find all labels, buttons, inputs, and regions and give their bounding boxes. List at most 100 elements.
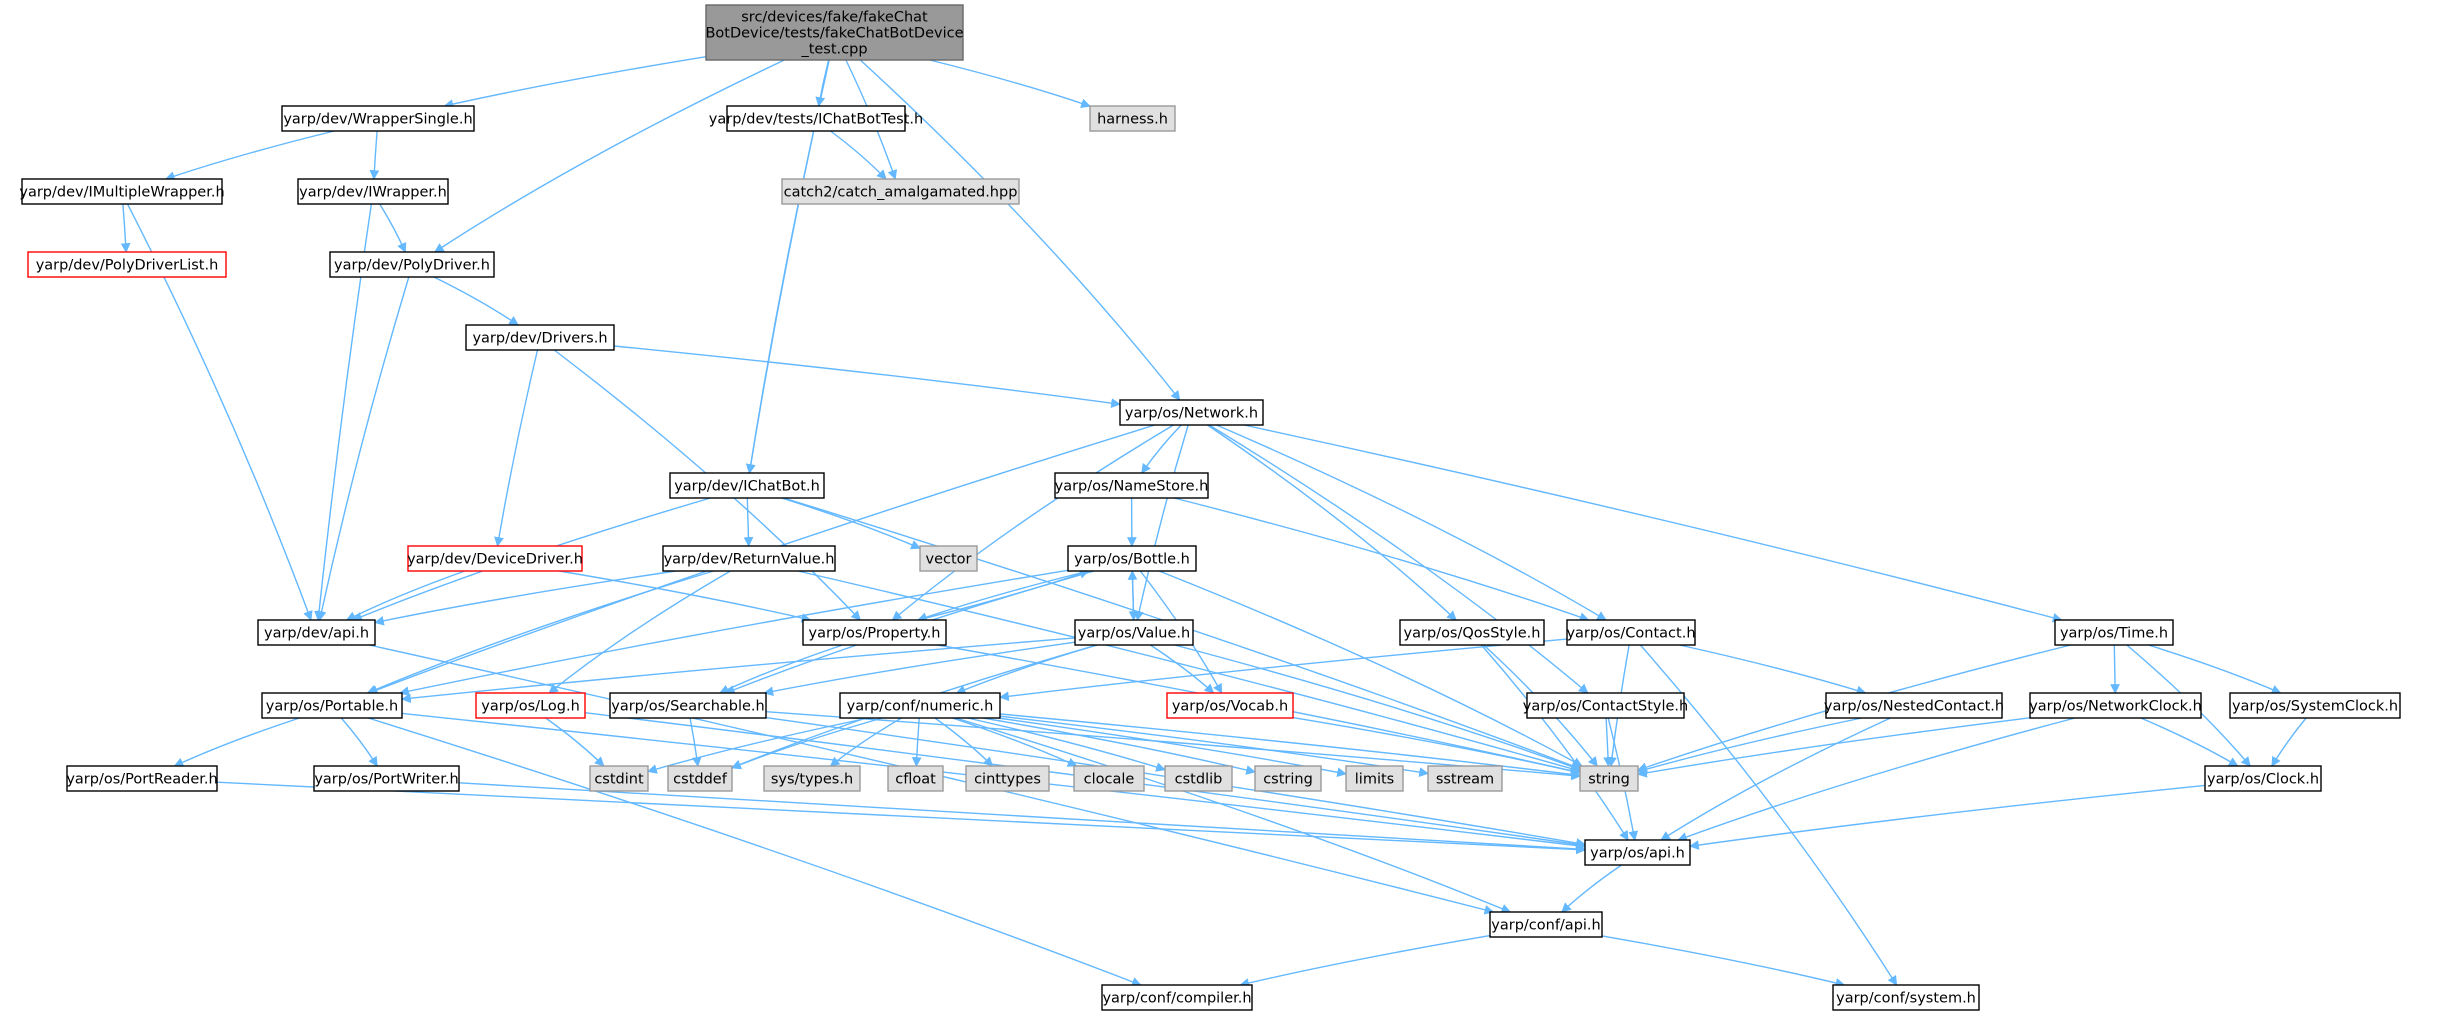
node-imultiplewrapper-label: yarp/dev/IMultipleWrapper.h — [19, 185, 224, 201]
node-ichatbottest[interactable]: yarp/dev/tests/IChatBotTest.h — [709, 105, 923, 132]
node-drivers[interactable]: yarp/dev/Drivers.h — [465, 324, 615, 351]
node-iwrapper-box — [297, 178, 449, 205]
node-osapi[interactable]: yarp/os/api.h — [1584, 839, 1691, 866]
node-contact[interactable]: yarp/os/Contact.h — [1566, 619, 1696, 646]
edge-returnvalue-to-portable — [366, 570, 714, 695]
node-ichatbot[interactable]: yarp/dev/IChatBot.h — [669, 472, 825, 499]
node-qosstyle[interactable]: yarp/os/QosStyle.h — [1399, 619, 1545, 646]
node-numeric[interactable]: yarp/conf/numeric.h — [839, 692, 1001, 719]
node-portable-box — [261, 692, 403, 719]
edge-numeric-to-systypes — [829, 717, 902, 767]
edge-numeric-to-clocale — [952, 717, 1078, 767]
node-clock[interactable]: yarp/os/Clock.h — [2204, 765, 2322, 792]
node-cstring[interactable]: cstring — [1254, 765, 1322, 792]
node-sstream[interactable]: sstream — [1427, 765, 1503, 792]
node-clocale[interactable]: clocale — [1073, 765, 1145, 792]
node-portable-label: yarp/os/Portable.h — [266, 699, 398, 715]
node-systemclock[interactable]: yarp/os/SystemClock.h — [2229, 692, 2401, 719]
node-vector-label: vector — [926, 552, 972, 568]
node-qosstyle-box — [1399, 619, 1545, 646]
node-cstdint[interactable]: cstdint — [589, 765, 649, 792]
edge-ichatbottest-to-catch2 — [830, 130, 887, 180]
node-vector[interactable]: vector — [919, 545, 978, 572]
node-root-label: src/devices/fake/fakeChat — [741, 10, 928, 26]
edge-polydriver-to-devapi — [316, 276, 410, 621]
edge-devicedriver-to-devapi — [345, 570, 466, 621]
node-compiler-box — [1101, 984, 1253, 1011]
node-harness[interactable]: harness.h — [1089, 105, 1176, 132]
node-confapi-box — [1489, 911, 1603, 938]
node-polydriverlist[interactable]: yarp/dev/PolyDriverList.h — [27, 251, 227, 278]
edge-contact-to-nestedcontact — [1679, 644, 1867, 696]
node-cstdlib[interactable]: cstdlib — [1164, 765, 1233, 792]
edge-log-to-cstdint — [545, 717, 605, 767]
node-system[interactable]: yarp/conf/system.h — [1832, 984, 1980, 1011]
node-value-box — [1074, 619, 1194, 646]
edge-nestedcontact-to-string — [1637, 717, 1862, 774]
node-compiler[interactable]: yarp/conf/compiler.h — [1101, 984, 1253, 1011]
node-devapi[interactable]: yarp/dev/api.h — [257, 619, 376, 646]
edge-value-to-searchable — [763, 641, 1076, 697]
node-network[interactable]: yarp/os/Network.h — [1119, 399, 1264, 426]
node-contactstyle-box — [1526, 692, 1685, 719]
node-limits-label: limits — [1355, 772, 1394, 788]
node-cstdlib-box — [1164, 765, 1233, 792]
node-systypes-box — [763, 765, 861, 792]
node-time[interactable]: yarp/os/Time.h — [2054, 619, 2174, 646]
node-catch2-box — [781, 178, 1020, 205]
node-root[interactable]: src/devices/fake/fakeChatBotDevice/tests… — [705, 4, 964, 61]
node-nestedcontact[interactable]: yarp/os/NestedContact.h — [1824, 692, 2004, 719]
node-property-box — [802, 619, 947, 646]
node-system-box — [1832, 984, 1980, 1011]
node-networkclock[interactable]: yarp/os/NetworkClock.h — [2029, 692, 2202, 719]
node-string[interactable]: string — [1579, 765, 1639, 792]
edge-iwrapper-to-polydriver — [379, 203, 407, 253]
node-polydriver-box — [329, 251, 495, 278]
node-contactstyle-label: yarp/os/ContactStyle.h — [1523, 699, 1688, 715]
node-property[interactable]: yarp/os/Property.h — [802, 619, 947, 646]
node-systemclock-box — [2229, 692, 2401, 719]
node-polydriver[interactable]: yarp/dev/PolyDriver.h — [329, 251, 495, 278]
node-cfloat[interactable]: cfloat — [887, 765, 944, 792]
node-returnvalue[interactable]: yarp/dev/ReturnValue.h — [662, 545, 836, 572]
node-portwriter[interactable]: yarp/os/PortWriter.h — [313, 765, 460, 792]
node-bottle[interactable]: yarp/os/Bottle.h — [1067, 545, 1197, 572]
node-contact-box — [1566, 619, 1696, 646]
node-limits[interactable]: limits — [1345, 765, 1404, 792]
node-contactstyle[interactable]: yarp/os/ContactStyle.h — [1523, 692, 1688, 719]
edge-network-to-namestore — [1141, 424, 1182, 474]
node-ichatbot-label: yarp/dev/IChatBot.h — [674, 479, 820, 495]
node-vocab-label: yarp/os/Vocab.h — [1172, 699, 1288, 715]
node-systypes[interactable]: sys/types.h — [763, 765, 861, 792]
node-value[interactable]: yarp/os/Value.h — [1074, 619, 1194, 646]
node-value-label: yarp/os/Value.h — [1078, 626, 1190, 642]
node-imultiplewrapper[interactable]: yarp/dev/IMultipleWrapper.h — [19, 178, 225, 205]
node-confapi[interactable]: yarp/conf/api.h — [1489, 911, 1603, 938]
node-limits-box — [1345, 765, 1404, 792]
node-cfloat-box — [887, 765, 944, 792]
node-log[interactable]: yarp/os/Log.h — [475, 692, 586, 719]
node-vocab[interactable]: yarp/os/Vocab.h — [1166, 692, 1294, 719]
node-cinttypes[interactable]: cinttypes — [965, 765, 1050, 792]
node-iwrapper[interactable]: yarp/dev/IWrapper.h — [297, 178, 449, 205]
node-namestore-box — [1054, 472, 1209, 499]
node-searchable[interactable]: yarp/os/Searchable.h — [609, 692, 767, 719]
node-portable[interactable]: yarp/os/Portable.h — [261, 692, 403, 719]
node-namestore[interactable]: yarp/os/NameStore.h — [1054, 472, 1209, 499]
node-ichatbot-box — [669, 472, 825, 499]
edge-numeric-to-cstdint — [647, 717, 869, 774]
edge-network-to-contact — [1216, 424, 1607, 621]
node-cstddef[interactable]: cstddef — [667, 765, 733, 792]
node-log-box — [475, 692, 586, 719]
node-devicedriver-label: yarp/dev/DeviceDriver.h — [407, 552, 583, 568]
edge-ichatbot-to-string — [783, 497, 1581, 771]
edge-value-to-vocab — [1150, 644, 1215, 694]
node-portreader[interactable]: yarp/os/PortReader.h — [66, 765, 218, 792]
node-polydriverlist-box — [27, 251, 227, 278]
node-wrappersingle[interactable]: yarp/dev/WrapperSingle.h — [281, 105, 475, 132]
node-devicedriver[interactable]: yarp/dev/DeviceDriver.h — [407, 545, 583, 572]
node-catch2-label: catch2/catch_amalgamated.hpp — [784, 185, 1018, 201]
edge-returnvalue-to-log — [548, 570, 731, 694]
node-catch2[interactable]: catch2/catch_amalgamated.hpp — [781, 178, 1020, 205]
node-network-label: yarp/os/Network.h — [1125, 406, 1258, 422]
